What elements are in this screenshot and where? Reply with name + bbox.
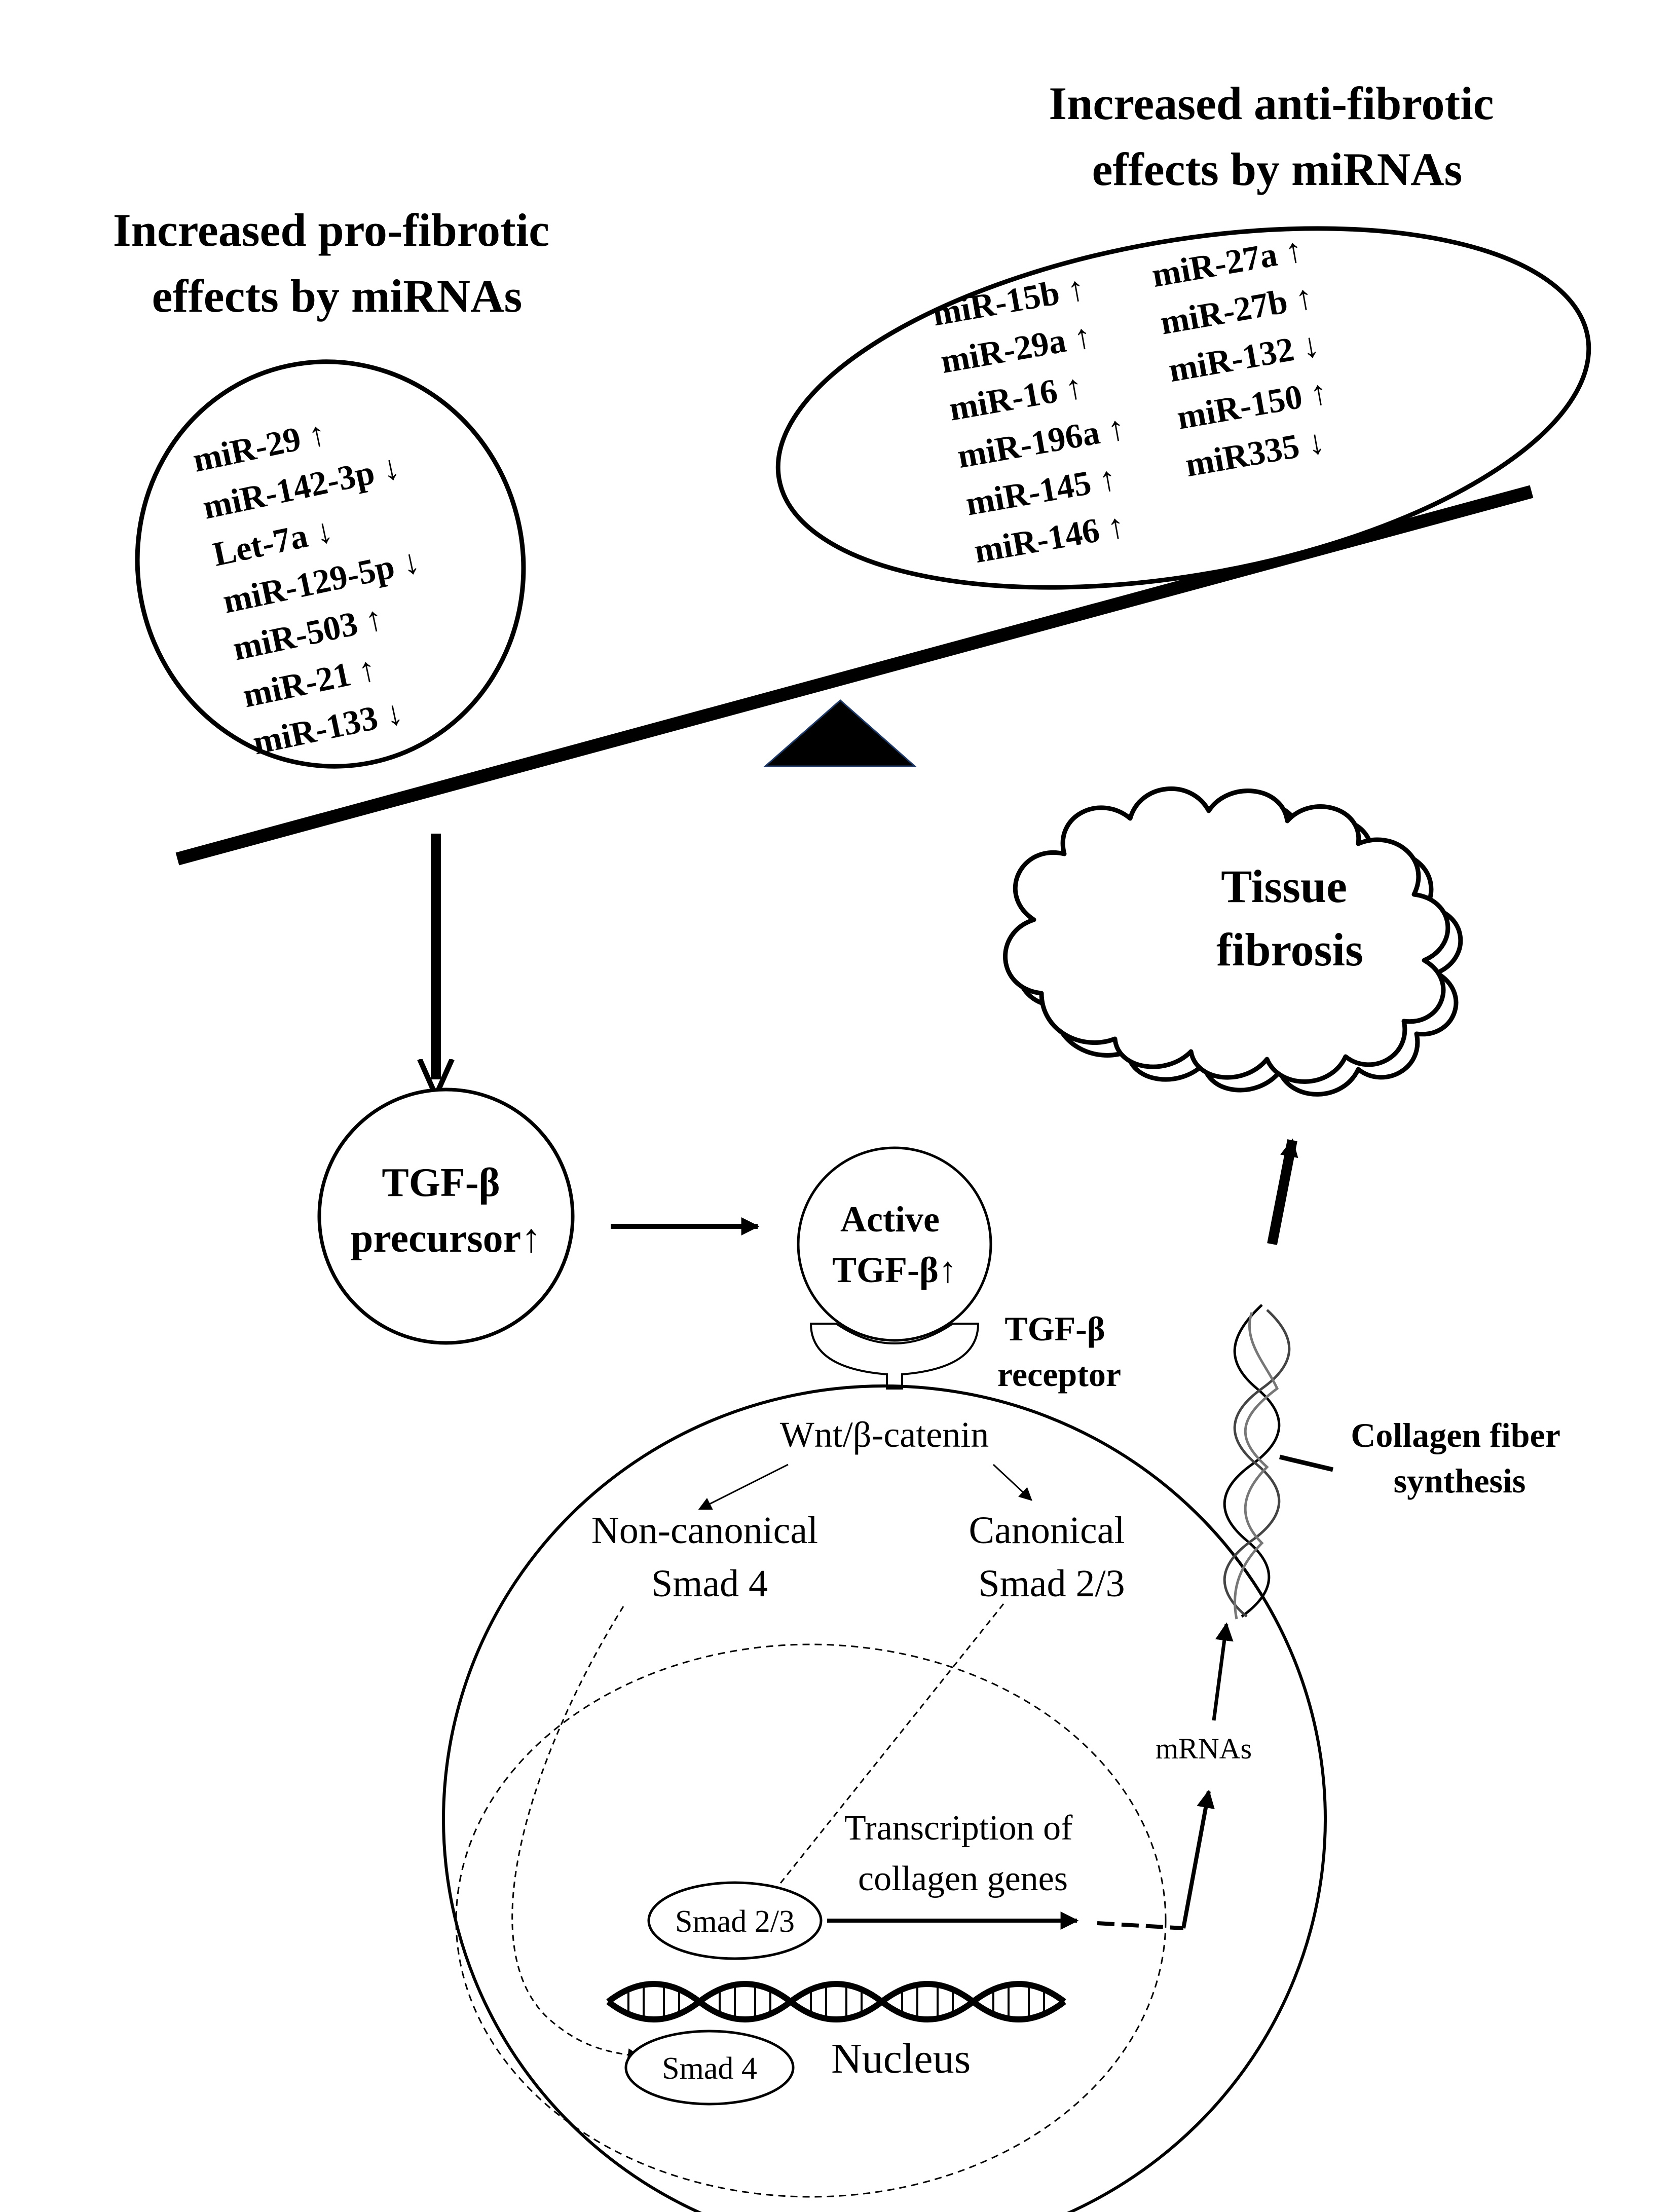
collagen-line-1: Collagen fiber	[1351, 1416, 1559, 1454]
mrna-export-arrow	[1181, 1789, 1215, 1929]
collagen-fiber-helix	[1223, 1304, 1291, 1620]
pro-fibrotic-heading-line-1: Increased pro-fibrotic	[113, 204, 549, 256]
cell-membrane	[442, 1384, 1327, 2212]
active-tgf-line-1: Active	[840, 1199, 940, 1240]
active-tgf-line-2: TGF-β↑	[832, 1250, 957, 1290]
canonical-line-1: Canonical	[969, 1509, 1125, 1552]
tgf-precursor-line-2: precursor↑	[351, 1216, 541, 1261]
nucleus-boundary	[455, 1643, 1167, 2198]
non-canonical-line-2: Smad 4	[651, 1562, 768, 1605]
canonical-line-2: Smad 2/3	[978, 1562, 1125, 1605]
wnt-to-noncanonical-arrow	[698, 1464, 789, 1510]
non-canonical-line-1: Non-canonical	[591, 1509, 818, 1552]
dna-base-pairs	[627, 1986, 1045, 2017]
active-tgf-label: Active TGF-β↑	[832, 1199, 957, 1290]
collagen-pointer-line	[1279, 1454, 1334, 1472]
collagen-to-fibrosis-arrow	[1267, 1138, 1298, 1245]
anti-fibrotic-heading: Increased anti-fibrotic effects by miRNA…	[1049, 78, 1505, 195]
collagen-line-2: synthesis	[1394, 1461, 1526, 1500]
tissue-fibrosis-label: Tissue fibrosis	[1216, 860, 1363, 976]
anti-fibrotic-heading-line-1: Increased anti-fibrotic	[1049, 78, 1494, 129]
smad23-nuclear-label: Smad 2/3	[675, 1904, 795, 1939]
anti-fibrotic-ellipse	[775, 226, 1591, 590]
tgf-precursor-circle	[317, 1088, 575, 1345]
dna-strand-b	[606, 1981, 1066, 2022]
dna-helix	[606, 1981, 1066, 2022]
pro-fibrotic-ellipse	[135, 359, 526, 769]
anti-fibrotic-heading-line-2: effects by miRNAs	[1092, 143, 1463, 195]
canonical-label: Canonical Smad 2/3	[969, 1509, 1134, 1605]
transcription-to-mrna-dash	[1097, 1921, 1184, 1930]
active-tgf-circle	[797, 1146, 992, 1342]
anti-fibrotic-group: miR-15b ↑ miR-29a ↑ miR-16 ↑ miR-196a ↑ …	[775, 226, 1591, 590]
transcription-line-1: Transcription of	[844, 1809, 1073, 1848]
tgf-receptor-line-1: TGF-β	[1004, 1309, 1105, 1348]
tgf-receptor-label: TGF-β receptor	[997, 1309, 1121, 1394]
wnt-to-canonical-arrow	[992, 1464, 1032, 1501]
mrnas-label: mRNAs	[1156, 1732, 1252, 1765]
smad4-nuclear-ellipse	[624, 2030, 795, 2106]
tissue-fibrosis-line-2: fibrosis	[1216, 924, 1363, 976]
nucleus-label: Nucleus	[831, 2035, 971, 2082]
pro-fibrotic-heading: Increased pro-fibrotic effects by miRNAs	[113, 204, 561, 322]
dna-strand-a	[606, 1981, 1066, 2022]
transcription-label: Transcription of collagen genes	[844, 1809, 1082, 1898]
collagen-strand-2	[1223, 1309, 1291, 1618]
pro-fibrotic-group: miR-29 ↑ miR-142-3p ↓ Let-7a ↓ miR-129-5…	[135, 359, 526, 769]
mrna-to-collagen-arrow	[1212, 1622, 1234, 1721]
cloud-outline	[1003, 786, 1450, 1084]
smad23-nuclear-ellipse	[647, 1881, 823, 1960]
wnt-pathway-label: Wnt/β-catenin	[780, 1414, 989, 1455]
smad4-nuclear-label: Smad 4	[662, 2051, 757, 2086]
tgf-receptor-line-2: receptor	[997, 1355, 1121, 1394]
collagen-label: Collagen fiber synthesis	[1351, 1416, 1568, 1500]
tgf-precursor-line-1: TGF-β	[382, 1160, 500, 1205]
non-canonical-dashed-arrow	[511, 1606, 641, 2061]
transcription-line-2: collagen genes	[858, 1859, 1068, 1898]
collagen-strand-3	[1234, 1312, 1279, 1620]
tgf-receptor-shape	[809, 1323, 980, 1390]
collagen-strand-1	[1223, 1304, 1281, 1618]
tissue-fibrosis-cloud	[1003, 786, 1463, 1097]
balance-fulcrum	[763, 699, 917, 767]
tgf-precursor-label: TGF-β precursor↑	[351, 1160, 541, 1261]
non-canonical-label: Non-canonical Smad 4	[591, 1509, 828, 1605]
pro-fibrotic-heading-line-2: effects by miRNAs	[152, 270, 523, 322]
tissue-fibrosis-line-1: Tissue	[1221, 860, 1347, 912]
